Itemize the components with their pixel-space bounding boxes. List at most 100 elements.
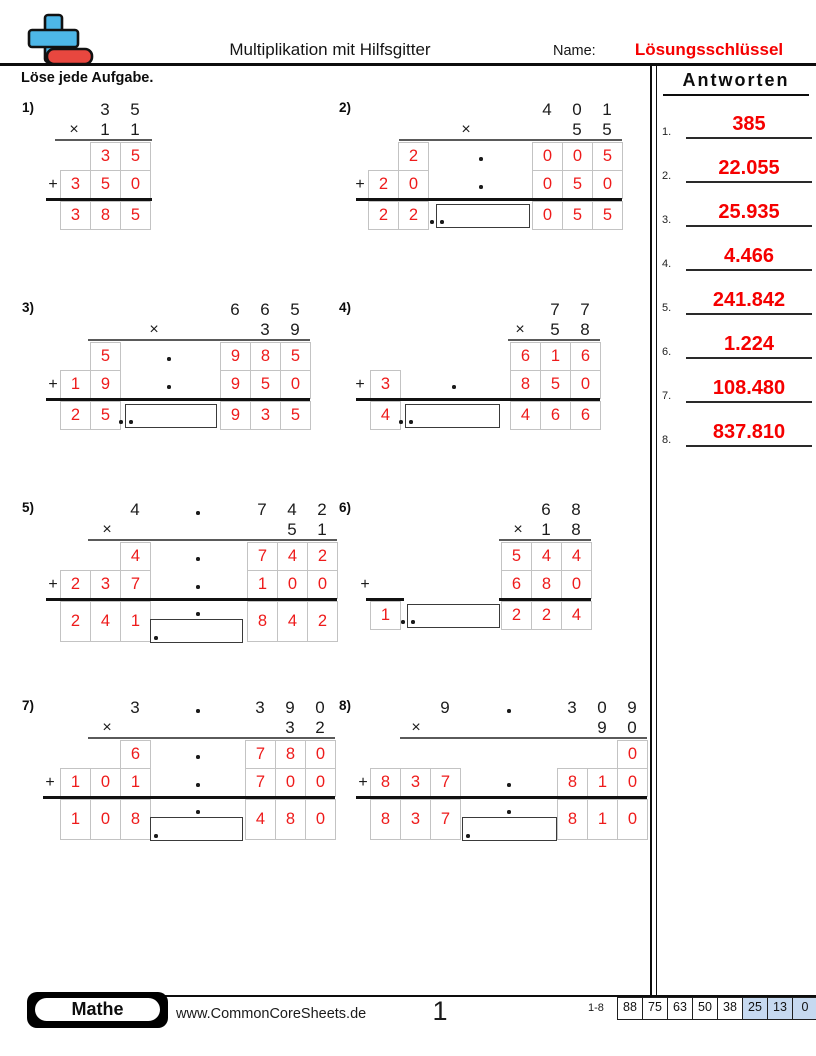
decimal-separator-dot <box>129 420 133 424</box>
page-title: Multiplikation mit Hilfsgitter <box>229 40 431 59</box>
grid-cell: 7 <box>247 542 278 571</box>
grid-cell: 1 <box>247 570 278 599</box>
digit: 9 <box>440 698 450 717</box>
grid-cell: 5 <box>280 342 311 371</box>
grid-cell: 5 <box>501 542 532 571</box>
answer-number: 8. <box>662 434 672 446</box>
grid-cell: 7 <box>430 768 461 797</box>
grid-cell: 5 <box>562 170 593 199</box>
answer-box[interactable] <box>407 604 500 628</box>
grid-cell: 5 <box>120 201 151 230</box>
decimal-separator-dot <box>196 783 200 787</box>
grid-cell: 2 <box>531 601 562 630</box>
digit: 6 <box>541 500 551 519</box>
score-cell: 25 <box>742 997 768 1020</box>
grid-cell: 0 <box>305 768 336 797</box>
grid-cell: 5 <box>540 370 571 399</box>
grid-cell: 5 <box>120 142 151 171</box>
grid-cell: 0 <box>90 799 121 840</box>
answer-number: 6. <box>662 346 672 358</box>
answer-value: 1.224 <box>723 333 775 355</box>
rule-line <box>508 339 600 341</box>
answer-underline <box>686 269 812 271</box>
grid-cell: 9 <box>220 370 251 399</box>
grid-cell: 0 <box>561 570 592 599</box>
decimal-separator-dot <box>507 709 511 713</box>
plus-sign: + <box>45 774 55 791</box>
digit: 9 <box>597 718 607 737</box>
name-label: Name: <box>553 43 596 59</box>
rule-line <box>356 796 647 799</box>
rule-line <box>46 198 152 201</box>
rule-line <box>356 198 622 201</box>
plus-sign: + <box>48 376 58 393</box>
grid-cell: 8 <box>275 740 306 769</box>
grid-cell: 9 <box>90 370 121 399</box>
rule-line <box>55 139 152 141</box>
footer-divider <box>165 995 816 997</box>
answer-number: 4. <box>662 258 672 270</box>
answer-value: 385 <box>732 113 766 135</box>
problem-number: 3) <box>22 300 35 315</box>
digit: 6 <box>260 300 270 319</box>
rule-line <box>46 398 310 401</box>
grid-cell: 1 <box>540 342 571 371</box>
decimal-separator-dot <box>479 185 483 189</box>
decimal-separator-dot <box>411 620 415 624</box>
multiply-sign: × <box>513 521 523 538</box>
rule-line <box>356 398 600 401</box>
grid-cell: 1 <box>587 768 618 797</box>
answer-box[interactable] <box>405 404 500 428</box>
answer-number: 7. <box>662 390 672 402</box>
rule-line <box>88 539 337 541</box>
website-url: www.CommonCoreSheets.de <box>176 1006 367 1022</box>
decimal-separator-dot <box>452 385 456 389</box>
grid-cell: 7 <box>120 570 151 599</box>
grid-cell: 0 <box>305 799 336 840</box>
answer-underline <box>686 401 812 403</box>
grid-cell: 2 <box>398 201 429 230</box>
grid-cell: 4 <box>245 799 276 840</box>
problem-number: 5) <box>22 500 35 515</box>
grid-cell: 4 <box>561 601 592 630</box>
sidebar-divider-line <box>650 66 652 996</box>
grid-cell: 4 <box>370 401 401 430</box>
digit: 1 <box>317 520 327 539</box>
rule-line <box>399 139 622 141</box>
digit: 3 <box>260 320 270 339</box>
decimal-separator-dot <box>440 220 444 224</box>
answer-underline <box>686 445 812 447</box>
answer-box[interactable] <box>436 204 530 228</box>
answer-underline <box>686 357 812 359</box>
decimal-separator-dot <box>196 612 200 616</box>
plus-sign: + <box>355 176 365 193</box>
grid-cell: 0 <box>562 142 593 171</box>
digit: 5 <box>602 120 612 139</box>
page-number: 1 <box>432 996 448 1026</box>
grid-cell: 0 <box>532 170 563 199</box>
answer-box[interactable] <box>150 619 243 643</box>
answer-box[interactable] <box>125 404 217 428</box>
grid-cell: 3 <box>90 142 121 171</box>
multiply-sign: × <box>149 321 159 338</box>
problem-number: 4) <box>339 300 352 315</box>
grid-cell: 5 <box>592 201 623 230</box>
rule-line <box>400 737 647 739</box>
answer-box[interactable] <box>462 817 557 841</box>
decimal-separator-dot <box>167 385 171 389</box>
grid-cell: 4 <box>510 401 541 430</box>
decimal-separator-dot <box>430 220 434 224</box>
answer-number: 2. <box>662 170 672 182</box>
decimal-separator-dot <box>196 755 200 759</box>
answer-box[interactable] <box>150 817 243 841</box>
answer-value: 108.480 <box>712 377 786 399</box>
digit: 2 <box>315 718 325 737</box>
digit: 7 <box>550 300 560 319</box>
grid-cell: 9 <box>220 401 251 430</box>
grid-cell: 1 <box>370 601 401 630</box>
grid-cell: 3 <box>60 170 91 199</box>
digit: 9 <box>285 698 295 717</box>
grid-cell: 1 <box>60 370 91 399</box>
problem-number: 7) <box>22 698 35 713</box>
digit: 1 <box>602 100 612 119</box>
